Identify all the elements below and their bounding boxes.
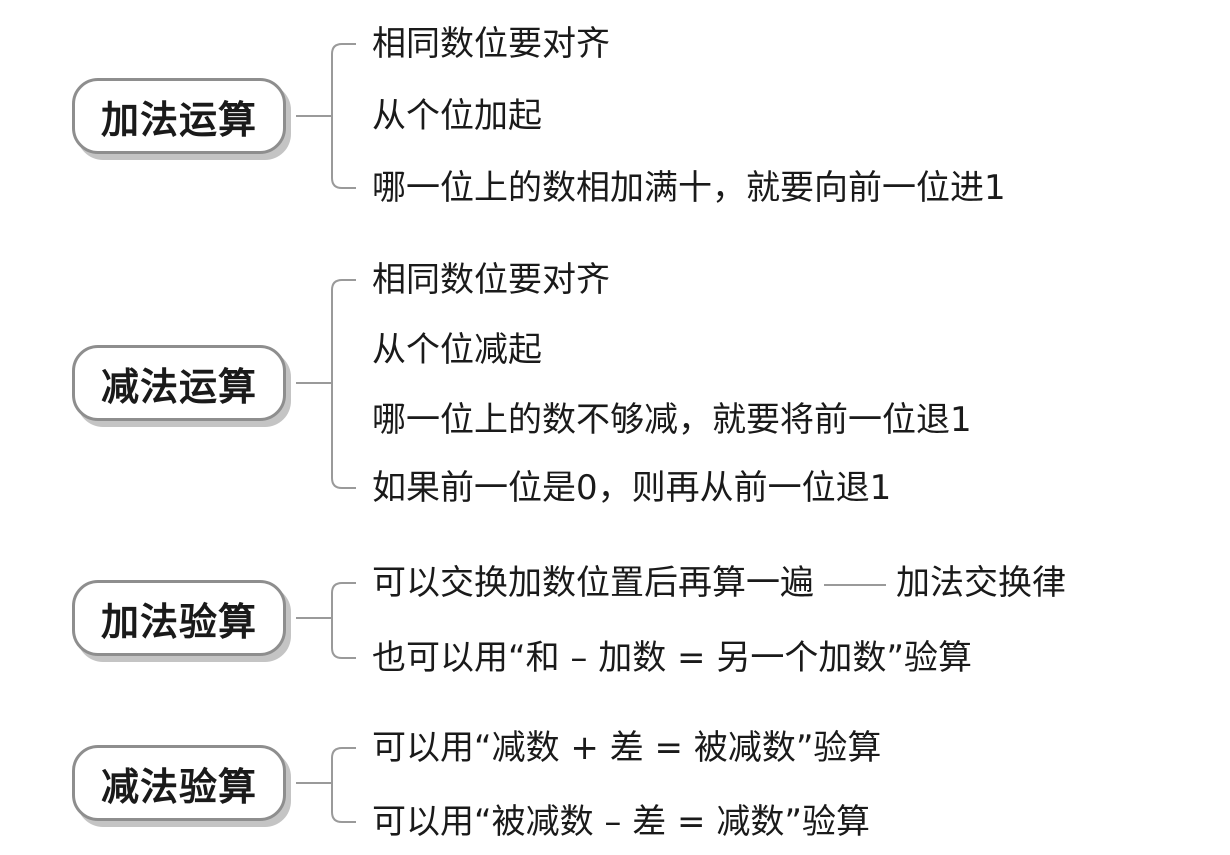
topic-label: 加法运算 bbox=[100, 97, 257, 142]
subtraction-rule-borrow-zero: 如果前一位是0，则再从前一位退1 bbox=[372, 468, 892, 508]
addition-rule-start-ones: 从个位加起 bbox=[372, 96, 542, 136]
group-2-connectors bbox=[296, 279, 356, 489]
addition-rule-carry: 哪一位上的数相加满十，就要向前一位进1 bbox=[372, 168, 1006, 208]
commutative-law-label: 加法交换律 bbox=[896, 563, 1066, 603]
addition-check-swap: 可以交换加数位置后再算一遍 加法交换律 bbox=[372, 558, 1066, 608]
topic-label: 减法运算 bbox=[100, 364, 257, 409]
addition-check-swap-text: 可以交换加数位置后再算一遍 bbox=[372, 563, 814, 603]
subtraction-rule-borrow: 哪一位上的数不够减，就要将前一位退1 bbox=[372, 400, 972, 440]
subtraction-check-subtract: 可以用“被减数 – 差 = 减数”验算 bbox=[372, 802, 870, 842]
group-1-bracket bbox=[331, 43, 356, 189]
group-4-connectors bbox=[296, 747, 356, 823]
addition-rule-align: 相同数位要对齐 bbox=[372, 24, 610, 64]
group-2-bracket bbox=[331, 279, 356, 489]
addition-check-subtract: 也可以用“和 – 加数 = 另一个加数”验算 bbox=[372, 638, 972, 678]
topic-addition: 加法运算 bbox=[72, 78, 286, 154]
subtraction-rule-start-ones: 从个位减起 bbox=[372, 330, 542, 370]
topic-label: 减法验算 bbox=[100, 764, 257, 809]
group-4-bracket bbox=[331, 747, 356, 823]
dash-separator bbox=[824, 583, 886, 586]
topic-subtraction-check: 减法验算 bbox=[72, 745, 286, 821]
subtraction-rule-align: 相同数位要对齐 bbox=[372, 260, 610, 300]
topic-subtraction: 减法运算 bbox=[72, 345, 286, 421]
group-3-bracket bbox=[331, 582, 356, 659]
topic-addition-check: 加法验算 bbox=[72, 580, 286, 656]
subtraction-check-add: 可以用“减数 + 差 = 被减数”验算 bbox=[372, 728, 882, 768]
topic-label: 加法验算 bbox=[100, 599, 257, 644]
group-3-connectors bbox=[296, 582, 356, 659]
group-1-connectors bbox=[296, 43, 356, 189]
